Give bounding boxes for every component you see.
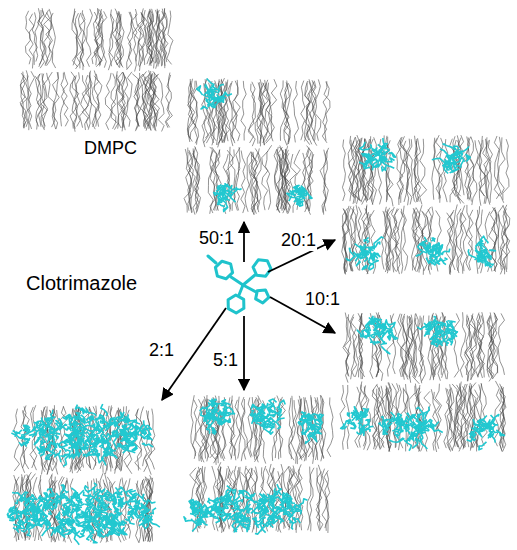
name-text: DMPC <box>84 138 137 159</box>
bilayer-snapshot <box>20 8 173 132</box>
bilayer-snapshot <box>7 404 159 545</box>
arrow <box>243 316 245 390</box>
name-text: Clotrimazole <box>26 272 137 295</box>
lipid-name: DMPC <box>84 138 137 159</box>
drug-name: Clotrimazole <box>26 272 137 295</box>
ratio-label: 50:1 <box>198 228 235 249</box>
bilayer-snapshot <box>184 78 330 215</box>
bilayer-snapshot <box>342 135 510 275</box>
bilayer-snapshot <box>340 312 506 452</box>
ratio-label: 10:1 <box>304 289 341 310</box>
molecule-icon <box>208 256 271 313</box>
ratio-label: 5:1 <box>212 350 239 371</box>
arrow <box>243 222 245 262</box>
ratio-label: 2:1 <box>148 340 175 361</box>
ratio-label: 20:1 <box>280 230 317 251</box>
bilayer-snapshot <box>184 395 333 534</box>
